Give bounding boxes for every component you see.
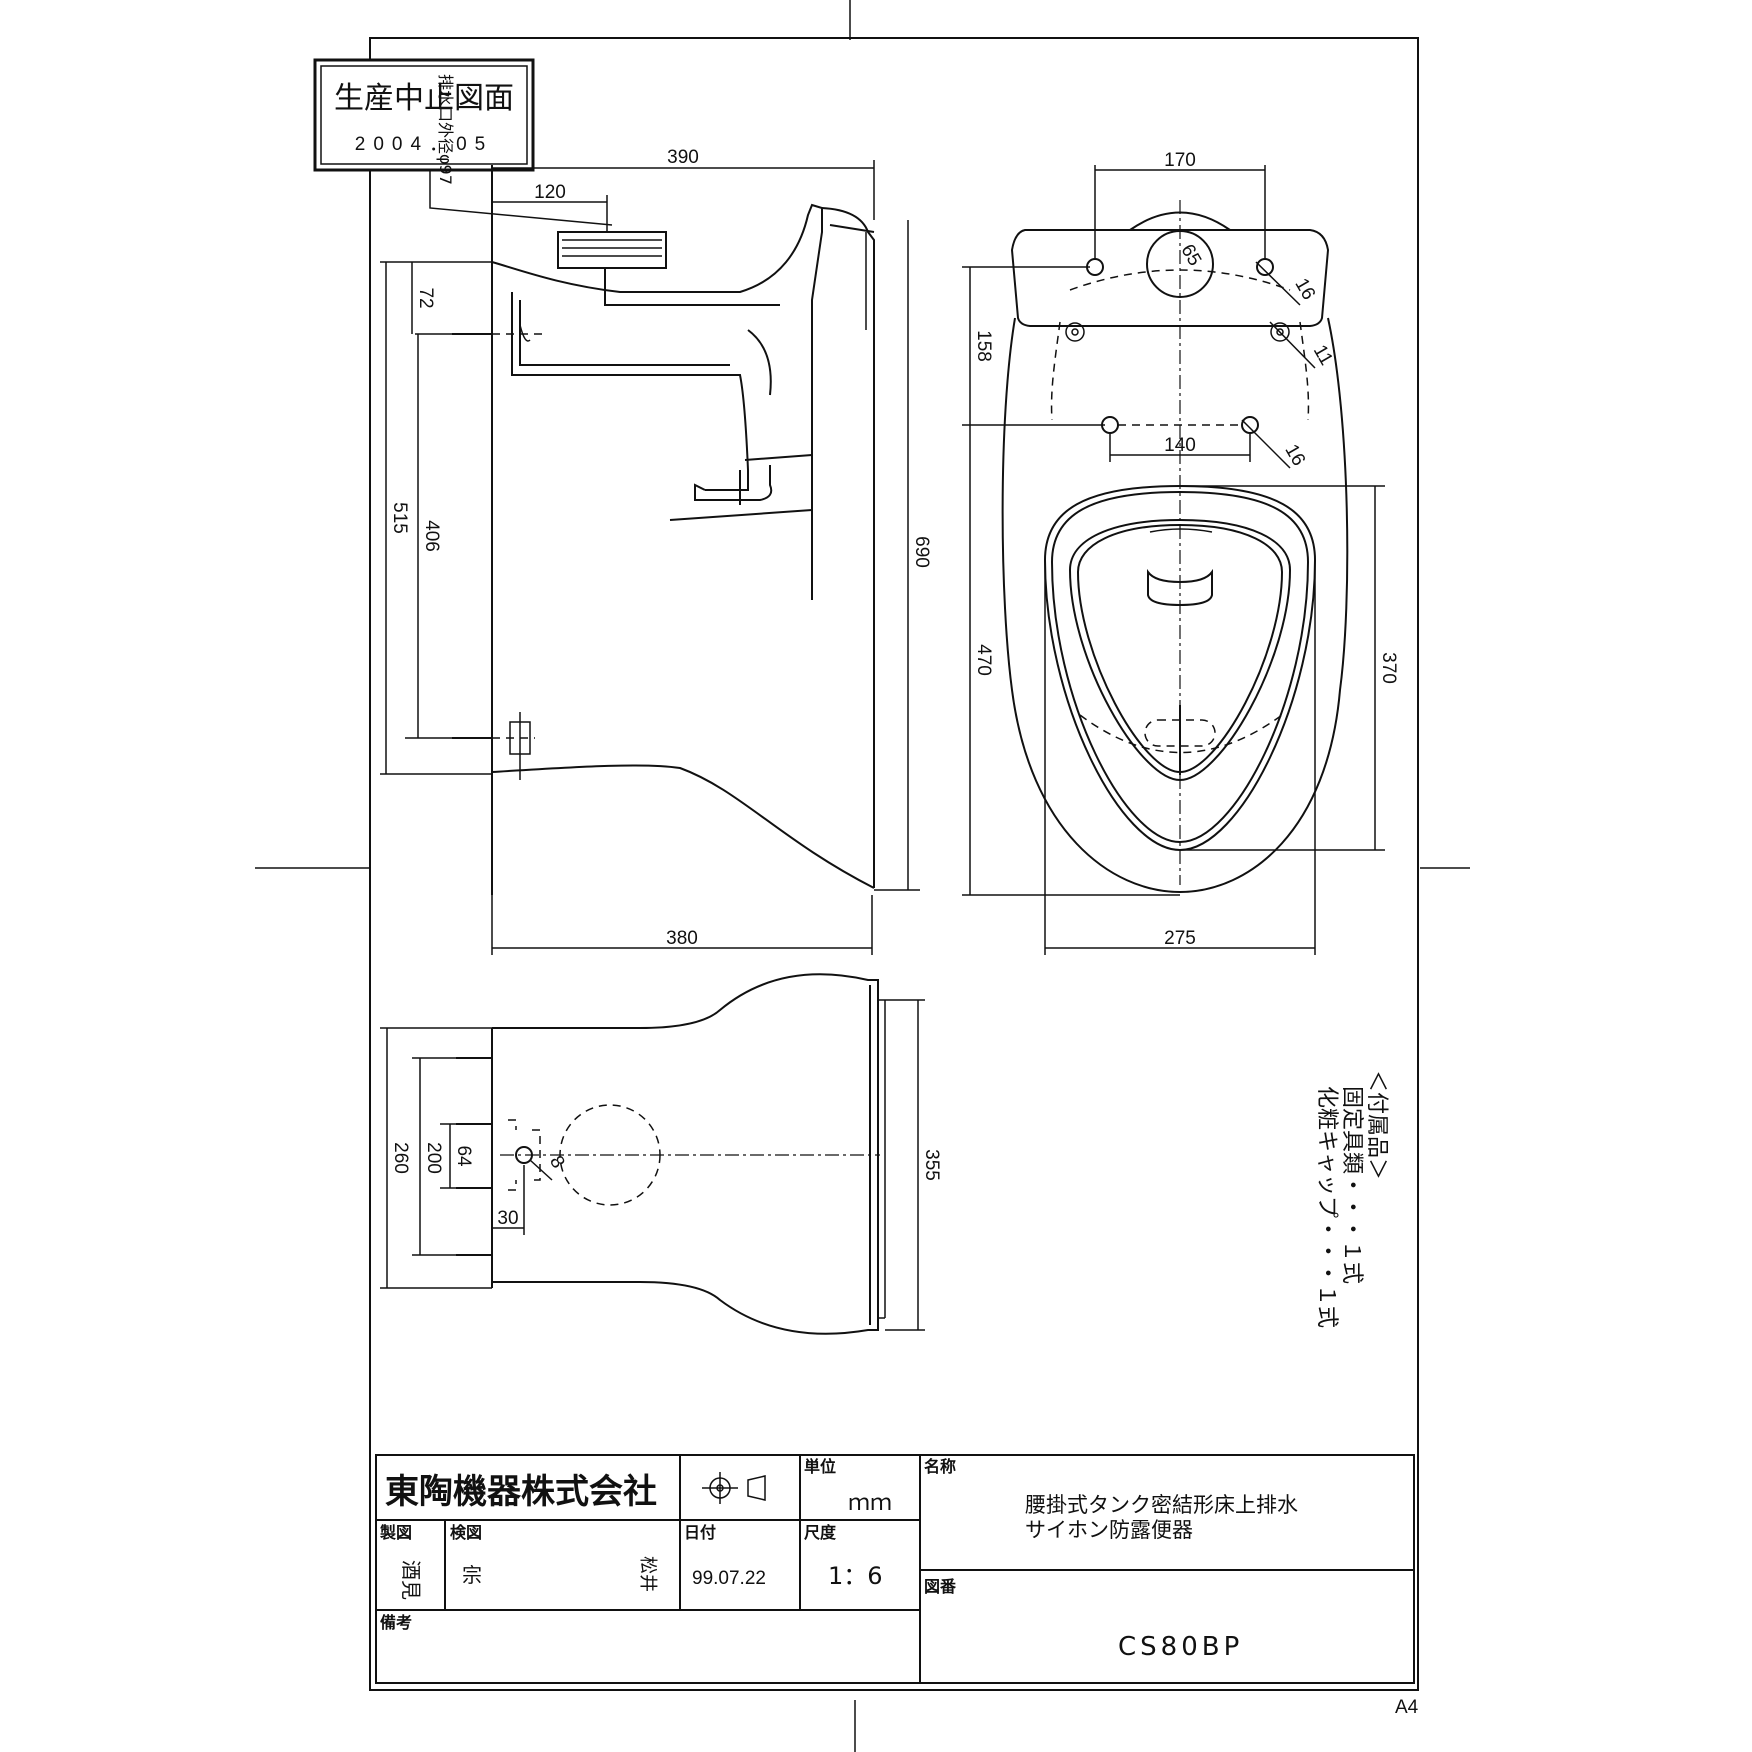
unit-value: ｍｍ — [848, 1491, 892, 1516]
drawing-number-label: 図番 — [924, 1577, 957, 1596]
remarks-label: 備考 — [380, 1613, 412, 1632]
dim-8: 8 — [545, 1152, 568, 1172]
dim-515: 515 — [389, 502, 410, 534]
stamp-date: 2004．05 — [355, 134, 493, 155]
scale-label: 尺度 — [804, 1523, 837, 1542]
drawing-number: CS80BP — [1118, 1632, 1243, 1662]
approved-value: 松井 — [637, 1556, 658, 1592]
dim-170: 170 — [1164, 150, 1196, 171]
scale-value: 1：6 — [828, 1562, 883, 1590]
drain-outer-dia-label: 排水口外径φ97 — [436, 74, 455, 185]
fixing-bolt-lower — [452, 712, 535, 780]
drawing-frame — [369, 37, 1419, 1691]
dim-275: 275 — [1164, 928, 1196, 949]
checked-value: 宗 — [462, 1563, 482, 1587]
dim-200: 200 — [423, 1142, 444, 1174]
dim-140: 140 — [1164, 435, 1196, 456]
dim-120: 120 — [534, 182, 566, 203]
accessories-note: ＜付属品＞ 固定具類・・・１式 化粧キャップ・・・１式 — [1314, 1070, 1389, 1328]
side-view: 390 120 排水口外径φ97 72 515 406 690 380 — [380, 74, 932, 955]
dim-16-floor: 16 — [1280, 441, 1309, 470]
accessories-item-2: 化粧キャップ・・・１式 — [1314, 1086, 1339, 1328]
name-label: 名称 — [924, 1457, 956, 1476]
dim-65: 65 — [1176, 241, 1205, 270]
dim-406: 406 — [421, 520, 442, 552]
date-label: 日付 — [684, 1523, 716, 1542]
dim-158: 158 — [973, 330, 994, 362]
name-line-1: 腰掛式タンク密結形床上排水 — [1025, 1493, 1298, 1517]
trim-marks — [255, 0, 1470, 1752]
bottom-view: 8 260 200 64 30 355 — [380, 973, 942, 1335]
dim-470: 470 — [973, 644, 994, 676]
dim-355: 355 — [921, 1149, 942, 1181]
dim-390: 390 — [667, 147, 699, 168]
top-view: 170 65 16 11 158 140 16 470 370 275 — [962, 150, 1399, 955]
dim-370: 370 — [1378, 652, 1399, 684]
dim-260: 260 — [390, 1142, 411, 1174]
dim-30: 30 — [497, 1208, 518, 1229]
checked-label: 検図 — [450, 1523, 482, 1542]
sheet-size: A4 — [1395, 1697, 1419, 1718]
date-value: 99.07.22 — [692, 1568, 766, 1589]
dim-72: 72 — [415, 287, 436, 308]
drawn-value: 酒見 — [399, 1560, 423, 1600]
company-name: 東陶機器株式会社 — [385, 1472, 657, 1512]
dim-380: 380 — [666, 928, 698, 949]
dim-64: 64 — [453, 1145, 474, 1167]
accessories-item-1: 固定具類・・・１式 — [1339, 1086, 1364, 1284]
stamp-title: 生産中止図面 — [334, 81, 514, 116]
unit-label: 単位 — [804, 1457, 836, 1476]
projection-symbol-icon — [702, 1472, 766, 1504]
title-block: 東陶機器株式会社 単位 ｍｍ 名称 腰掛式タンク密結形床上排水 サイホン防露便器… — [375, 1454, 1415, 1684]
dim-690: 690 — [911, 536, 932, 568]
accessories-heading: ＜付属品＞ — [1364, 1070, 1389, 1180]
drawn-label: 製図 — [379, 1523, 412, 1542]
discontinued-stamp: 生産中止図面 2004．05 — [313, 58, 535, 172]
name-line-2: サイホン防露便器 — [1025, 1518, 1193, 1542]
